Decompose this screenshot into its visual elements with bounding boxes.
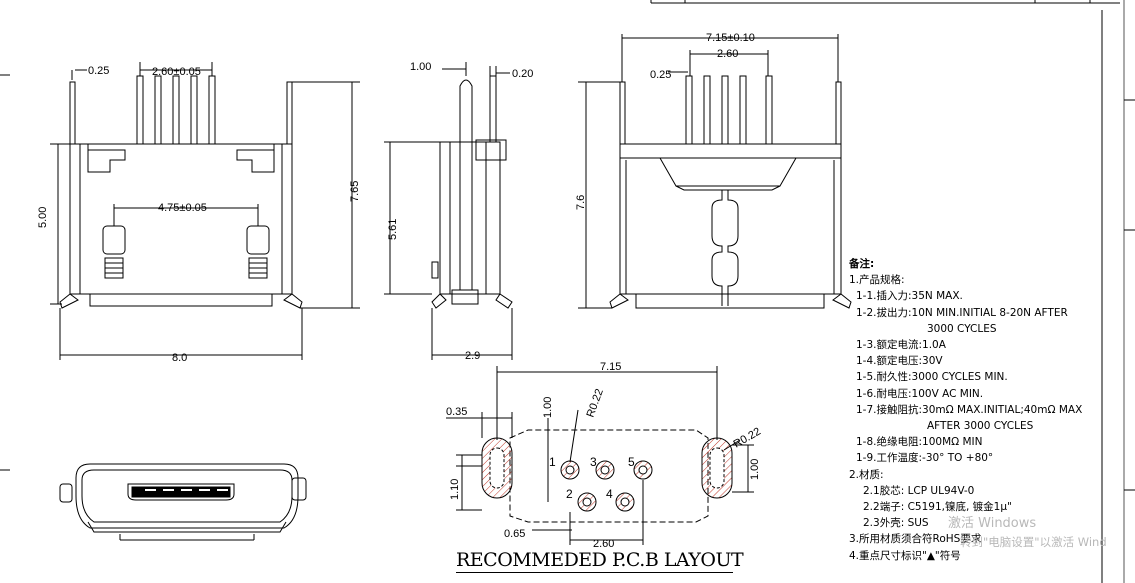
pcb-dim-span: 7.15 (600, 361, 621, 373)
receptacle-face-view (59, 463, 307, 541)
watermark-line-2: 转到"电脑设置"以激活 Wind (960, 535, 1107, 549)
pcb-pin-5: 5 (628, 455, 635, 469)
note-line: 1-1.插入力:35N MAX. (856, 290, 963, 303)
pcb-dim-slot-width: 0.35 (446, 406, 467, 418)
note-line: AFTER 3000 CYCLES (927, 420, 1034, 433)
notes-title: 备注: (849, 258, 875, 270)
pcb-layout-title: RECOMMEDED P.C.B LAYOUT (456, 549, 744, 571)
front-dim-body-height: 5.00 (37, 207, 49, 228)
pcb-dim-pitch: 2.60 (593, 538, 614, 550)
rear-dim-height: 7.6 (575, 195, 587, 210)
note-line: 2.材质: (849, 468, 884, 481)
note-line: 1-5.耐久性:3000 CYCLES MIN. (856, 371, 1008, 384)
rear-dim-pitch: 2.60 (717, 48, 738, 60)
notes-lines: 1.产品规格: 1-1.插入力:35N MAX. 1-2.拔出力:10N MIN.I… (849, 272, 1133, 564)
note-line: 3000 CYCLES (927, 322, 997, 335)
pcb-layout-title-underline (456, 572, 733, 573)
side-dim-pin-offset: 1.00 (410, 61, 431, 73)
pcb-dim-slot-height-left: 1.10 (449, 479, 461, 500)
rear-dim-pin-width: 0.25 (650, 69, 671, 81)
pcb-dim-slot-height-right: 1.00 (749, 459, 761, 480)
pcb-pin-3: 3 (590, 455, 597, 469)
watermark-line-1: 激活 Windows (948, 516, 1037, 531)
side-dim-depth: 2.9 (465, 350, 480, 362)
note-line: 1-9.工作温度:-30° TO +80° (856, 452, 994, 465)
rear-dim-total-width: 7.15±0.10 (706, 32, 755, 44)
side-dim-body-height: 5.61 (387, 219, 399, 240)
note-line: 1-4.额定电压:30V (856, 355, 943, 368)
front-dim-pin-width: 0.25 (88, 65, 109, 77)
note-line: 2.3外壳: SUS (863, 517, 929, 530)
pcb-dim-pin-row-offset: 1.00 (542, 397, 554, 418)
front-dim-total-width: 8.0 (172, 352, 187, 364)
note-line: 3.所用材质须合符RoHS要求 (849, 533, 982, 546)
front-dim-total-height: 7.65 (349, 181, 361, 202)
pcb-pin-2: 2 (566, 487, 573, 501)
pcb-dim-edge: 0.65 (504, 528, 525, 540)
front-dim-pitch: 2.60±0.05 (152, 66, 201, 78)
note-line: 2.1胶芯: LCP UL94V-0 (863, 484, 975, 497)
note-line: 1-6.耐电压:100V AC MIN. (856, 387, 984, 400)
front-dim-hole-pitch: 4.75±0.05 (158, 202, 207, 214)
note-line: 1-2.拔出力:10N MIN.INITIAL 8-20N AFTER (856, 306, 1068, 319)
rear-view (578, 34, 852, 309)
front-view (50, 62, 360, 360)
note-line: 1-7.接触阻抗:30mΩ MAX.INITIAL;40mΩ MAX (856, 403, 1083, 416)
pcb-dim-radius-left: R0.22 (585, 387, 606, 419)
notes-panel: 备注: 1.产品规格: 1-1.插入力:35N MAX. 1-2.拔出力:10N M… (849, 256, 1133, 564)
note-line: 2.2端子: C5191,镍底, 镀金1μ" (863, 501, 1012, 514)
side-view (384, 62, 513, 360)
pcb-layout (446, 366, 754, 545)
pcb-dim-radius-right: R0.22 (732, 426, 763, 451)
pcb-pin-4: 4 (606, 487, 613, 501)
note-line: 1-3.额定电流:1.0A (856, 339, 946, 352)
note-line: 1-8.绝缘电阻:100MΩ MIN (856, 436, 983, 449)
pcb-pin-1: 1 (549, 455, 556, 469)
note-line: 1.产品规格: (849, 274, 905, 287)
note-line: 4.重点尺寸标识"▲"符号 (849, 549, 961, 562)
side-dim-pin-thickness: 0.20 (512, 68, 533, 80)
